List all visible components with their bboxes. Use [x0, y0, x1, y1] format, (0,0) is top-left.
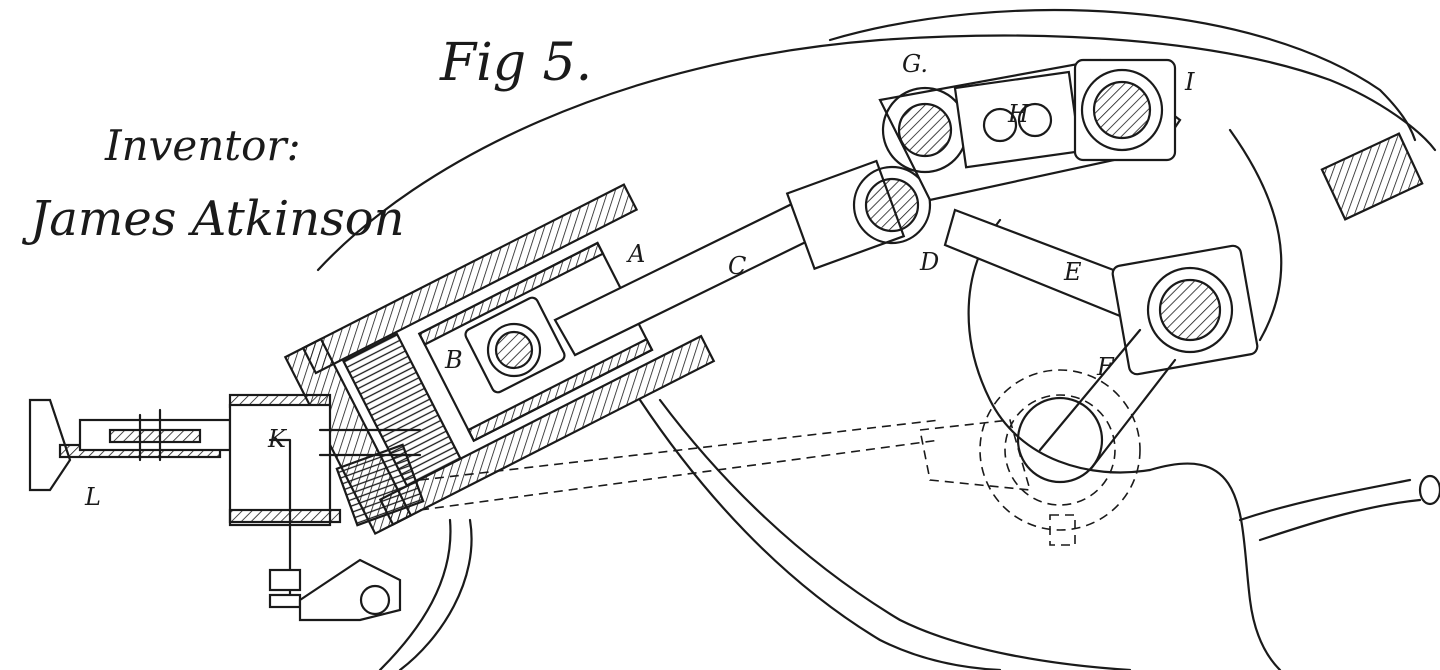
figure-title: Fig 5. — [439, 33, 592, 93]
label-i: I — [1184, 68, 1195, 96]
label-f: F — [1096, 353, 1115, 381]
crank-casing — [316, 8, 1440, 670]
label-d: D — [919, 248, 939, 276]
label-g: G. — [902, 50, 928, 78]
cylinder — [283, 183, 716, 536]
connecting-rod-c — [553, 159, 932, 357]
label-c: C — [728, 252, 746, 280]
link-g-h-i — [878, 58, 1182, 202]
part-labels: A B C D E F G. H I K L — [84, 50, 1195, 511]
piston-pin-b — [464, 296, 566, 394]
label-b: B — [444, 346, 463, 374]
inventor-heading: Inventor: — [104, 121, 301, 170]
inventor-signature: James Atkinson — [21, 191, 405, 247]
label-k: K — [267, 425, 288, 453]
label-a: A — [626, 240, 645, 268]
label-l: L — [84, 483, 101, 511]
intake-assembly — [28, 393, 425, 622]
label-h: H — [1007, 100, 1030, 128]
label-e: E — [1063, 258, 1082, 286]
crankshaft-f — [419, 369, 1141, 546]
rod-e — [943, 208, 1259, 472]
